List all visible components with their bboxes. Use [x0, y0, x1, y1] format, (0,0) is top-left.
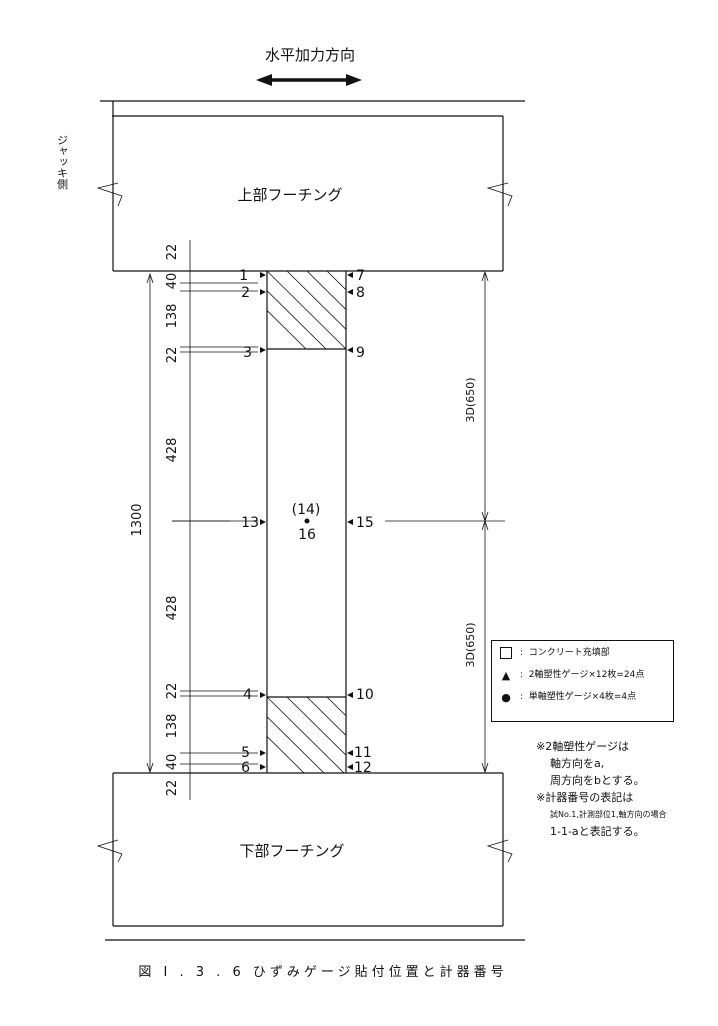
right-dimension-chain: [385, 270, 505, 774]
gauge-6: 6: [241, 760, 250, 776]
legend-text: コンクリート充填部: [528, 647, 610, 658]
figure-caption: 図 I . 3 . 6 ひずみゲージ貼付位置と計器番号: [138, 964, 507, 980]
legend-item-concrete: : コンクリート充填部: [500, 647, 665, 659]
gauge-4: 4: [243, 687, 252, 703]
dim-138-top: 138: [165, 304, 180, 329]
dot-icon: ●: [501, 691, 511, 704]
legend-separator: :: [520, 647, 524, 658]
lower-footing: 下部フーチング: [96, 772, 525, 941]
note-line-3: 周方向をbとする。: [550, 774, 645, 787]
gauge-16: 16: [298, 527, 316, 543]
gauge-10: 10: [356, 687, 374, 703]
upper-footing-label: 上部フーチング: [237, 186, 342, 204]
gauge-2: 2: [241, 285, 250, 301]
dim-22-lower: 22: [165, 683, 180, 700]
gauge-8: 8: [356, 285, 365, 301]
note-line-1: ※2軸塑性ゲージは: [536, 740, 629, 753]
notes: ※2軸塑性ゲージは 軸方向をa, 周方向をbとする。 ※計器番号の表記は 試No…: [536, 738, 667, 840]
note-line-4: ※計器番号の表記は: [536, 791, 634, 804]
square-icon: [500, 647, 512, 659]
gauge-9: 9: [356, 345, 365, 361]
triangle-icon: ▲: [501, 669, 511, 682]
gauge-1: 1: [239, 268, 248, 284]
gauge-5: 5: [241, 745, 250, 761]
gauge-7: 7: [356, 268, 365, 284]
dim-22-upper: 22: [165, 347, 180, 364]
concrete-filled-bottom: [267, 697, 346, 773]
steel-column: [266, 271, 347, 773]
gauge-12: 12: [354, 760, 372, 776]
note-line-6: 1-1-aと表記する。: [550, 825, 645, 838]
legend-text: 2軸塑性ゲージ×12枚=24点: [528, 670, 645, 680]
dim-428-upper: 428: [165, 438, 180, 463]
gauge-3: 3: [243, 345, 252, 361]
jack-side-label: ジャッキ側: [56, 135, 69, 190]
double-arrow-icon: [256, 74, 362, 86]
gauge-15: 15: [356, 515, 374, 531]
upper-footing: 上部フーチング: [96, 100, 525, 272]
note-line-5: 試No.1,計測部位1,軸方向の場合: [550, 810, 667, 819]
gauge-14: (14): [292, 502, 321, 518]
legend-item-biaxial: ▲ : 2軸塑性ゲージ×12枚=24点: [500, 670, 665, 681]
right-gauge-markers: [347, 272, 353, 770]
legend-separator: :: [520, 692, 524, 702]
dim-22-bottom: 22: [165, 780, 180, 797]
legend-separator: :: [520, 670, 524, 680]
gauge-11: 11: [354, 745, 372, 761]
dim-total-1300: 1300: [130, 503, 145, 536]
direction-label: 水平加力方向: [265, 46, 355, 64]
lower-footing-label: 下部フーチング: [239, 842, 344, 860]
legend: : コンクリート充填部 ▲ : 2軸塑性ゲージ×12枚=24点 ● : 単軸塑性…: [491, 640, 674, 722]
dim-428-lower: 428: [165, 596, 180, 621]
dim-138-bottom: 138: [165, 714, 180, 739]
dim-22-top: 22: [165, 244, 180, 261]
dim-40-top: 40: [165, 273, 180, 290]
legend-text: 単軸塑性ゲージ×4枚=4点: [528, 692, 637, 702]
left-gauge-markers: [260, 272, 266, 770]
dim-3d-upper: 3D(650): [464, 377, 477, 422]
legend-item-uniaxial: ● : 単軸塑性ゲージ×4枚=4点: [500, 692, 665, 703]
dim-40-bottom: 40: [165, 754, 180, 771]
gauge-13: 13: [241, 515, 259, 531]
center-gauge-dot: [304, 518, 310, 524]
note-line-2: 軸方向をa,: [550, 757, 605, 770]
concrete-filled-top: [267, 271, 346, 349]
dim-3d-lower: 3D(650): [464, 622, 477, 667]
